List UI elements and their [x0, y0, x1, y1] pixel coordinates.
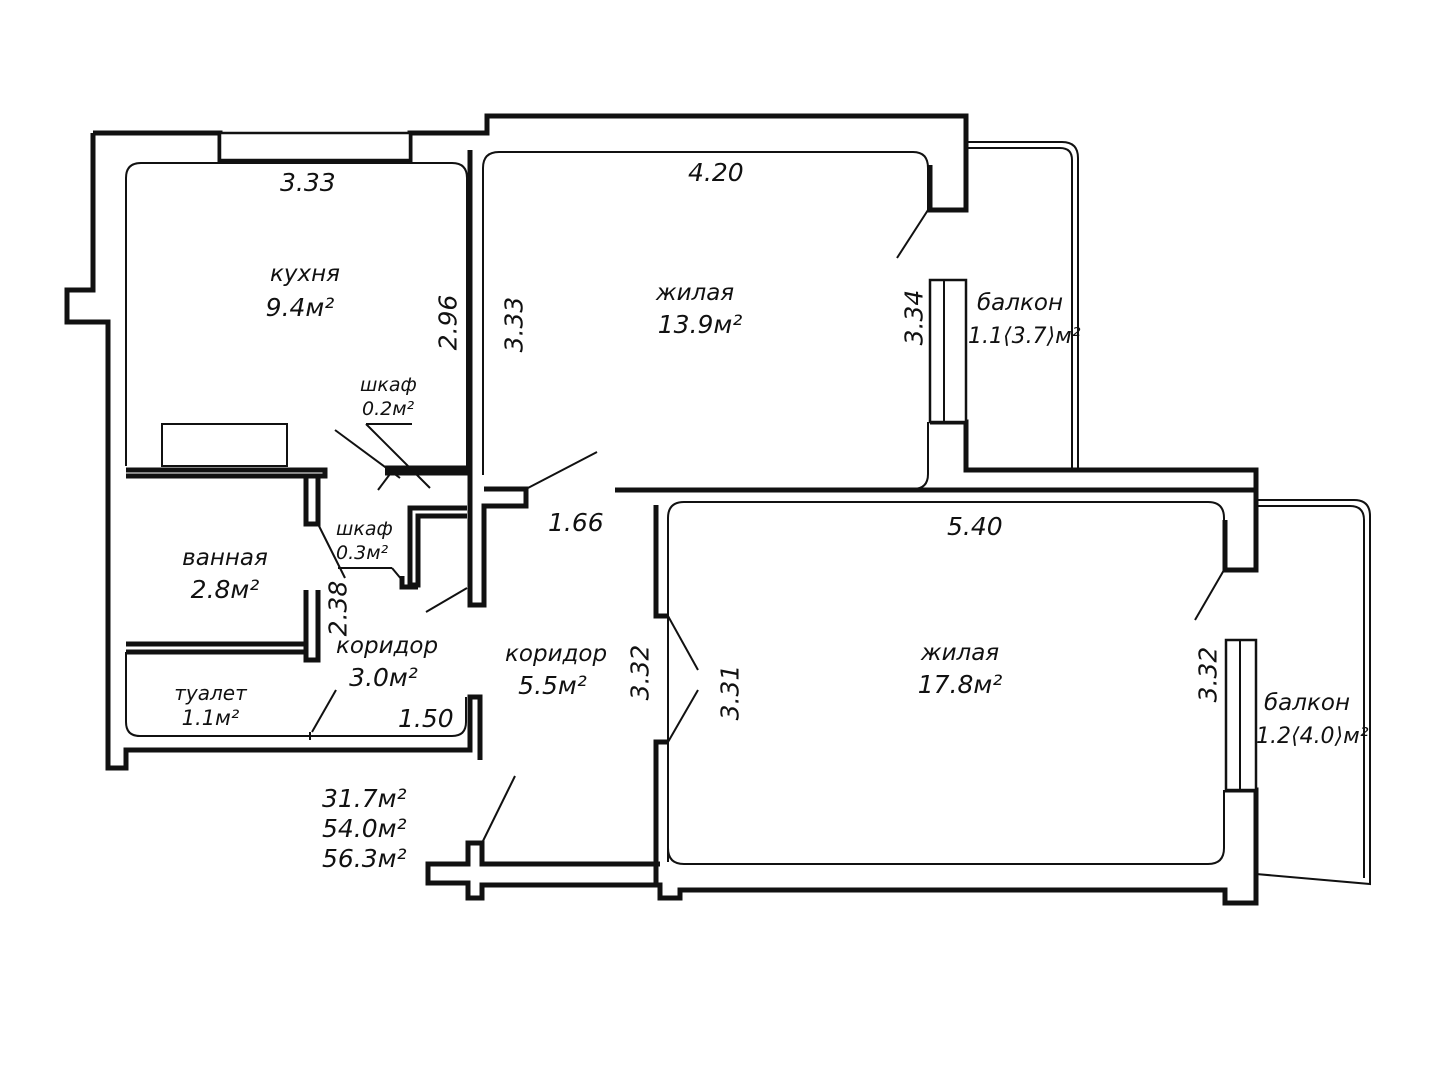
corridor1-name: коридор — [336, 633, 439, 659]
closet1-leader — [365, 423, 431, 489]
total-area: 54.0м² — [322, 814, 407, 843]
living2-name: жилая — [920, 640, 1000, 666]
balcony1-door — [928, 278, 968, 424]
total-area-with-balconies: 56.3м² — [322, 844, 407, 873]
living2-inner-wall — [667, 501, 1225, 862]
kitchen-name: кухня — [270, 261, 340, 287]
bathroom-area: 2.8м² — [190, 575, 260, 604]
kitchen-area: 9.4м² — [265, 293, 335, 322]
toilet-inner — [125, 652, 467, 737]
dim-kitchen-width: 3.33 — [280, 168, 336, 197]
living1-door-swing-top — [896, 209, 929, 259]
closet2-name: шкаф — [336, 518, 393, 540]
living2-area: 17.8м² — [917, 670, 1003, 699]
closet2-wall — [407, 505, 467, 588]
dim-toilet-width: 1.50 — [398, 704, 454, 733]
closet1-name: шкаф — [360, 374, 417, 396]
living2-inner-bottom — [667, 790, 1225, 865]
living1-area: 13.9м² — [657, 310, 743, 339]
corridor2-area: 5.5м² — [518, 671, 587, 700]
kitchen-stove — [161, 423, 288, 467]
corridor1-area: 3.0м² — [349, 663, 418, 692]
bath-door-swing — [317, 523, 346, 579]
living1-inner-wall — [482, 151, 929, 475]
dim-kitchen-depth: 2.96 — [433, 294, 463, 351]
balcony1-name: балкон — [977, 290, 1063, 316]
balcony2-area: 1.2⟨4.0⟩м² — [1256, 724, 1369, 749]
toilet-name: туалет — [174, 681, 247, 705]
closet1-door2 — [377, 473, 391, 491]
living2-door-swing-top — [1194, 569, 1225, 621]
dim-corridor-depth-left: 3.32 — [625, 644, 655, 701]
living2-left-wall-bottom — [653, 739, 668, 885]
bath-right-wall-bottom — [303, 590, 321, 663]
closet1-wall — [385, 465, 470, 476]
living2-left-wall-top — [653, 505, 668, 619]
entry-door-swing — [481, 775, 516, 844]
balcony2-railing-inner — [1258, 505, 1365, 878]
dim-living1-depth-right: 3.34 — [899, 289, 929, 346]
living1-left-wall — [467, 150, 529, 608]
kitchen-window — [218, 131, 412, 162]
kitchen-bath-partition — [126, 467, 328, 479]
toilet-area: 1.1м² — [181, 706, 240, 730]
outer-wall-living1-right — [930, 419, 1259, 573]
dim-bath-depth: 2.38 — [323, 580, 353, 637]
dim-living2-width: 5.40 — [947, 512, 1003, 541]
outer-wall-left — [64, 133, 483, 771]
living1-name: жилая — [655, 280, 735, 306]
balcony2-name: балкон — [1264, 690, 1350, 716]
living1-door-swing — [525, 451, 598, 490]
dim-corridor-width: 1.66 — [548, 508, 604, 537]
closet2-area: 0.3м² — [336, 542, 389, 564]
living2-door-swing-a — [667, 615, 699, 671]
corridor-door-swing — [425, 587, 468, 613]
balcony1-area: 1.1⟨3.7⟩м² — [968, 324, 1081, 349]
outer-wall-living2-right — [425, 787, 1259, 906]
closet1-area: 0.2м² — [362, 398, 415, 420]
bath-toilet-partition — [126, 641, 309, 655]
dim-living1-width: 4.20 — [688, 158, 744, 187]
balcony1-railing — [966, 141, 1079, 470]
balcony1-railing-inner — [966, 147, 1073, 470]
balcony2-railing — [1255, 499, 1371, 886]
toilet-door-swing — [311, 689, 337, 733]
dim-corridor-depth-right: 3.31 — [715, 664, 745, 721]
living2-door-swing-b — [667, 689, 699, 743]
living1-inner-bottom — [620, 422, 929, 490]
kitchen-inner-wall — [125, 162, 468, 466]
corridor2-name: коридор — [505, 641, 608, 667]
bath-right-wall-top — [303, 476, 321, 527]
dim-living2-depth-right: 3.32 — [1193, 646, 1223, 703]
closet1-door — [334, 429, 401, 479]
total-living-area: 31.7м² — [322, 784, 407, 813]
dim-living1-depth-left: 3.33 — [499, 296, 529, 353]
bathroom-name: ванная — [182, 545, 268, 571]
closet2-leader — [391, 567, 403, 581]
